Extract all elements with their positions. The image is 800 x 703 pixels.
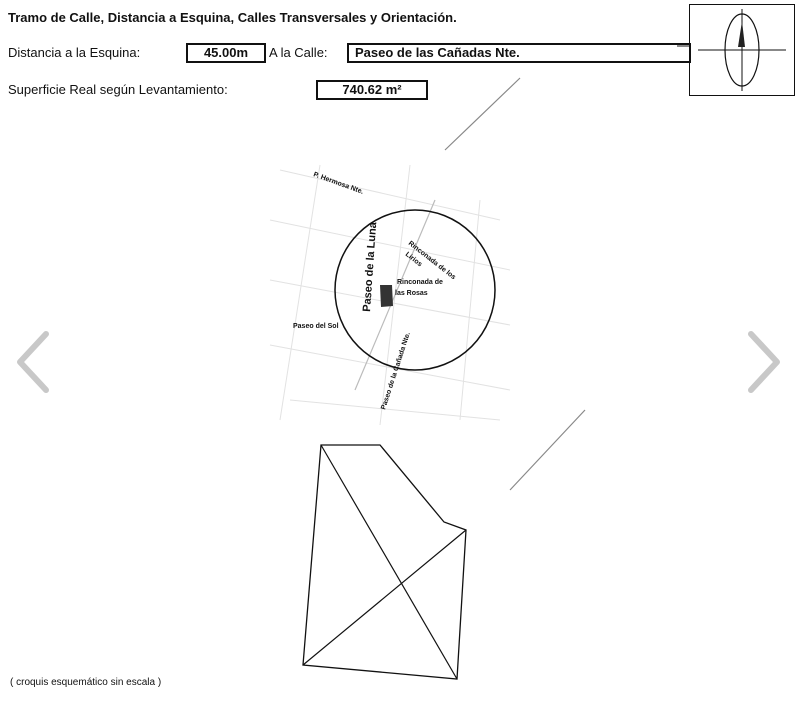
street-line (354, 199, 436, 391)
street-label: A la Calle: (269, 45, 328, 60)
lot-diagonal-1 (320, 444, 458, 680)
previous-button[interactable] (12, 330, 52, 394)
background-grid (269, 164, 511, 426)
lot-outline (302, 444, 467, 680)
north-arrow-box (689, 4, 795, 96)
page-title: Tramo de Calle, Distancia a Esquina, Cal… (8, 10, 457, 25)
chevron-left-icon (17, 331, 49, 393)
compass-north-icon (698, 9, 786, 91)
street-label-rosas-2: las Rosas (395, 290, 428, 297)
sketch-caption: ( croquis esquemático sin escala ) (10, 677, 162, 688)
street-label-rosas-1: Rinconada de (397, 279, 443, 286)
chevron-right-icon (748, 331, 780, 393)
locator-circle (334, 209, 496, 371)
lot-marker (380, 285, 393, 307)
street-value: Paseo de las Cañadas Nte. (347, 43, 691, 63)
area-label: Superficie Real según Levantamiento: (8, 82, 228, 97)
area-value: 740.62 m² (316, 80, 428, 100)
distance-value: 45.00m (186, 43, 266, 63)
lot-diagonal-2 (302, 529, 467, 666)
next-button[interactable] (745, 330, 785, 394)
distance-label: Distancia a la Esquina: (8, 45, 141, 60)
street-label-sol: Paseo del Sol (293, 323, 339, 330)
location-map: P. Hermosa Nte. Paseo de la Luna Rincona… (269, 164, 511, 426)
